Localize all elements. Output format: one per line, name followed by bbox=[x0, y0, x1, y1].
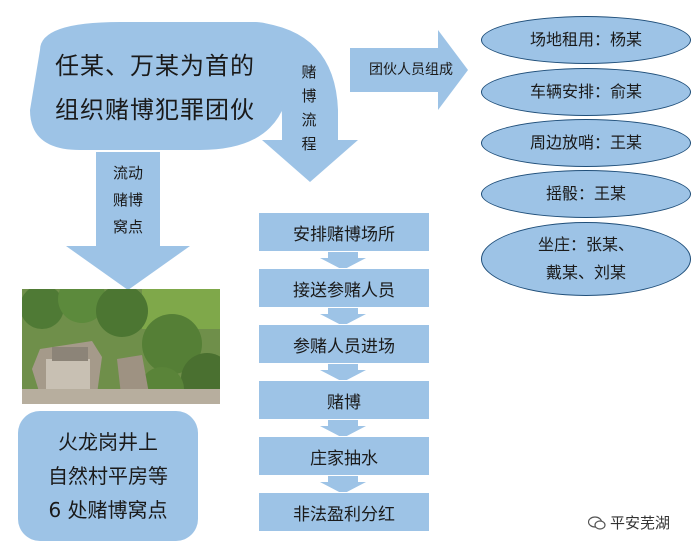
leader-line-1: 任某、万某为首的 bbox=[55, 52, 255, 80]
process-char: 程 bbox=[301, 135, 317, 153]
member-ellipse: 摇骰：王某 bbox=[481, 170, 691, 218]
process-char: 赌 bbox=[301, 63, 317, 81]
member-text: 周边放哨：王某 bbox=[529, 133, 642, 152]
leader-line-2: 组织赌博犯罪团伙 bbox=[55, 96, 255, 124]
step-arrow bbox=[320, 362, 366, 382]
process-step: 赌博 bbox=[258, 380, 430, 420]
process-char: 流 bbox=[301, 111, 317, 129]
location-box: 火龙岗井上 自然村平房等 6 处赌博窝点 bbox=[18, 411, 198, 541]
process-arrow bbox=[255, 22, 358, 182]
process-step: 安排赌博场所 bbox=[258, 212, 430, 252]
dens-arrow bbox=[66, 152, 190, 290]
dens-line: 赌博 bbox=[112, 191, 143, 209]
wechat-icon bbox=[588, 515, 606, 530]
step-arrow bbox=[320, 474, 366, 494]
step-arrow bbox=[320, 250, 366, 270]
step-text: 赌博 bbox=[327, 392, 361, 413]
member-text: 车辆安排：俞某 bbox=[529, 82, 642, 101]
step-text: 非法盈利分红 bbox=[293, 504, 395, 525]
step-text: 参赌人员进场 bbox=[293, 336, 395, 357]
member-ellipse: 场地租用：杨某 bbox=[481, 16, 691, 64]
location-line: 自然村平房等 bbox=[48, 464, 168, 488]
step-arrow bbox=[320, 418, 366, 438]
leader-title: 任某、万某为首的 组织赌博犯罪团伙 bbox=[40, 44, 270, 132]
team-arrow-label: 团伙人员组成 bbox=[369, 62, 453, 78]
watermark: 平安芜湖 bbox=[588, 512, 670, 533]
member-text: 坐庄：张某、 bbox=[537, 235, 634, 254]
step-arrow bbox=[320, 306, 366, 326]
process-step: 参赌人员进场 bbox=[258, 324, 430, 364]
member-text: 摇骰：王某 bbox=[545, 184, 626, 203]
location-text: 火龙岗井上 自然村平房等 6 处赌博窝点 bbox=[48, 425, 168, 527]
member-text: 场地租用：杨某 bbox=[529, 30, 642, 49]
leader-shape bbox=[30, 22, 290, 150]
process-step: 接送参赌人员 bbox=[258, 268, 430, 308]
dens-line: 流动 bbox=[112, 164, 143, 182]
process-step: 庄家抽水 bbox=[258, 436, 430, 476]
member-ellipse: 车辆安排：俞某 bbox=[481, 68, 691, 116]
member-ellipse: 坐庄：张某、 戴某、刘某 bbox=[481, 222, 691, 296]
step-text: 安排赌博场所 bbox=[293, 224, 395, 245]
process-label: 赌 博 流 程 bbox=[296, 60, 322, 156]
watermark-text: 平安芜湖 bbox=[610, 514, 671, 532]
location-line: 火龙岗井上 bbox=[58, 430, 158, 454]
process-step: 非法盈利分红 bbox=[258, 492, 430, 532]
dens-line: 窝点 bbox=[112, 218, 143, 236]
team-arrow bbox=[350, 30, 468, 110]
member-ellipse: 周边放哨：王某 bbox=[481, 119, 691, 167]
dens-label: 流动 赌博 窝点 bbox=[96, 160, 160, 241]
aerial-photo-drawing bbox=[22, 289, 220, 404]
process-char: 博 bbox=[301, 87, 317, 105]
step-text: 庄家抽水 bbox=[310, 448, 378, 469]
location-line: 6 处赌博窝点 bbox=[48, 498, 168, 522]
step-text: 接送参赌人员 bbox=[293, 280, 395, 301]
member-text: 戴某、刘某 bbox=[545, 263, 626, 282]
aerial-photo bbox=[22, 289, 220, 404]
